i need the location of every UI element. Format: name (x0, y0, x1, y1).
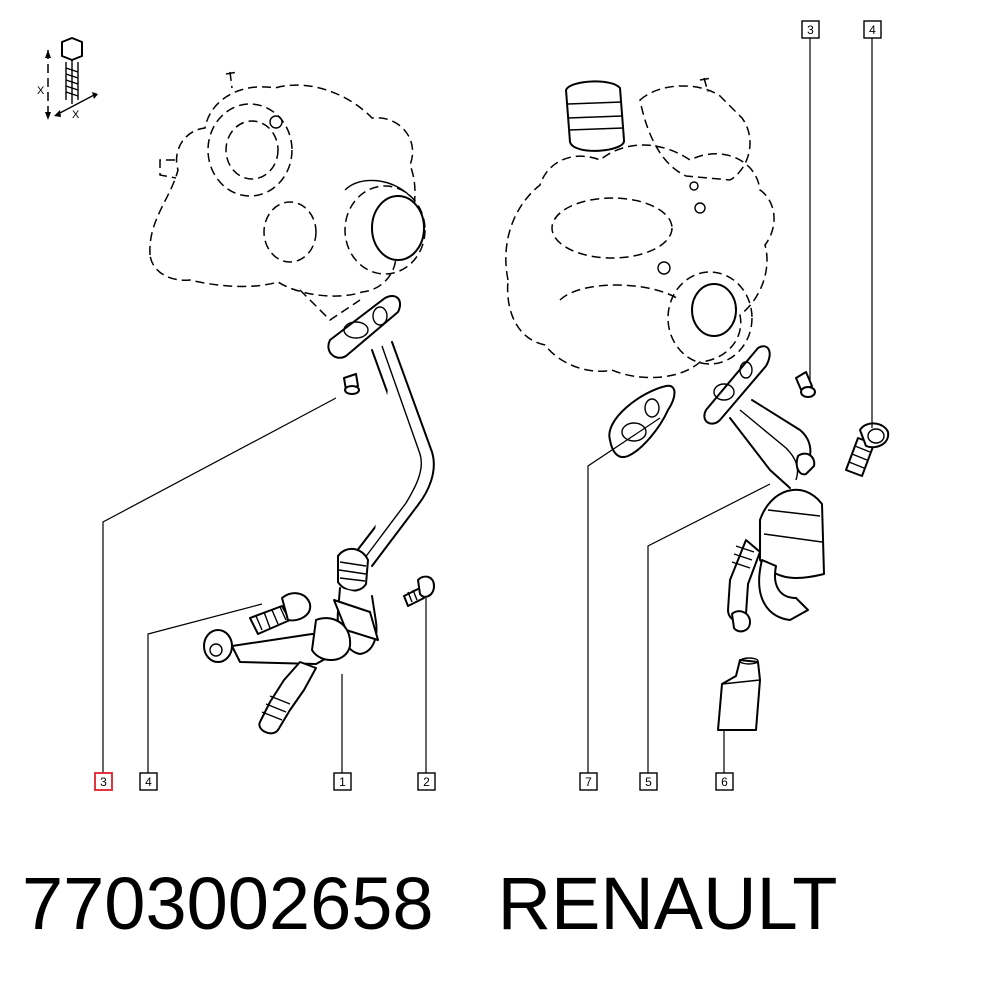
callout-1[interactable]: 1 (333, 772, 352, 791)
svg-text:2: 2 (423, 775, 430, 789)
callout-4-right[interactable]: 4 (863, 20, 882, 39)
torque-x-label-2: X (72, 109, 80, 121)
svg-text:7: 7 (585, 775, 592, 789)
callout-5[interactable]: 5 (639, 772, 658, 791)
callout-3-left[interactable]: 3 (94, 772, 113, 791)
bolt-3-left (343, 373, 360, 395)
svg-text:4: 4 (869, 23, 876, 37)
callout-2[interactable]: 2 (417, 772, 436, 791)
callout-6[interactable]: 6 (715, 772, 734, 791)
right-leader-lines (587, 38, 873, 773)
svg-text:6: 6 (721, 775, 728, 789)
oil-pipe-1 (203, 294, 435, 735)
oil-pipe-right (703, 345, 825, 731)
svg-text:3: 3 (100, 775, 107, 789)
bolt-4-right (845, 422, 890, 477)
left-leader-lines (102, 397, 427, 773)
callout-3-right[interactable]: 3 (801, 20, 820, 39)
part-info-footer: 7703002658 RENAULT (22, 858, 837, 948)
callout-7[interactable]: 7 (579, 772, 598, 791)
right-turbocharger (505, 77, 775, 379)
part-number: 7703002658 (22, 861, 434, 945)
svg-text:5: 5 (645, 775, 652, 789)
bolt-torque-icon: X X (37, 37, 98, 121)
callout-4-left[interactable]: 4 (139, 772, 158, 791)
svg-text:3: 3 (807, 23, 814, 37)
left-turbocharger (149, 71, 426, 321)
brand-name: RENAULT (497, 861, 838, 945)
gasket-7 (608, 384, 676, 458)
svg-text:1: 1 (339, 775, 346, 789)
torque-x-label-1: X (37, 85, 45, 97)
bolt-2 (403, 575, 435, 607)
bolt-3-right (795, 371, 816, 398)
banjo-bolt-4-left (249, 592, 312, 635)
svg-text:4: 4 (145, 775, 152, 789)
